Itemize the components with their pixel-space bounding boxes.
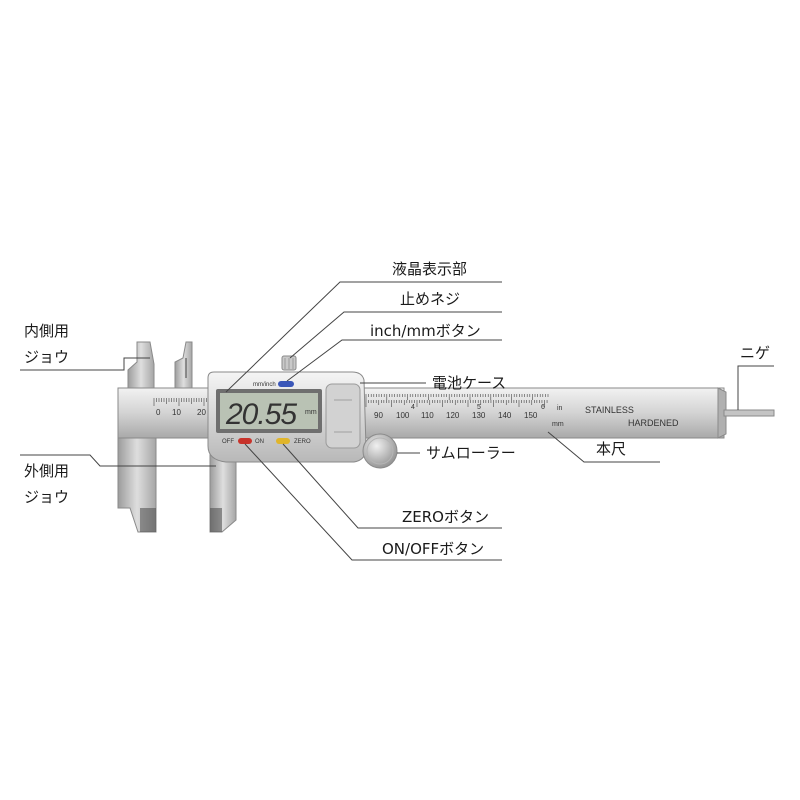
label-inside-jaw-2: ジョウ	[24, 348, 69, 366]
label-zero-button: ZEROボタン	[402, 508, 489, 526]
inch-number-4: 4	[411, 404, 415, 411]
label-outside-jaw-1: 外側用	[24, 462, 69, 480]
off-label: OFF	[222, 439, 234, 445]
mm-number-10: 10	[172, 408, 181, 417]
label-depth-rod: ニゲ	[740, 344, 770, 362]
lcd-reading: 20.55	[225, 398, 297, 431]
lcd-display: 20.55 mm	[216, 389, 322, 433]
inch-number-5: 5	[477, 404, 481, 411]
brand-hardened: HARDENED	[628, 418, 679, 428]
label-lock-screw: 止めネジ	[400, 290, 460, 308]
mm-number-20: 20	[197, 408, 206, 417]
label-battery-case: 電池ケース	[432, 374, 506, 392]
mm-number-90: 90	[374, 411, 383, 420]
label-on-off-button: ON/OFFボタン	[382, 540, 484, 558]
mm-number-0: 0	[156, 408, 161, 417]
lock-screw[interactable]	[281, 355, 297, 371]
mm-number-120: 120	[446, 411, 460, 420]
label-outside-jaw-2: ジョウ	[24, 488, 69, 506]
mode-label: mm/inch	[253, 382, 276, 388]
scale-unit-in: in	[557, 405, 563, 412]
inch-scale-ticks	[365, 394, 549, 400]
depth-rod	[723, 409, 775, 417]
inch-number-6: 6	[541, 404, 545, 411]
mm-scale-ticks-left	[153, 398, 210, 406]
mm-number-110: 110	[421, 411, 434, 420]
mm-number-100: 100	[396, 411, 410, 420]
label-inside-jaw-1: 内側用	[24, 322, 69, 340]
lcd-unit: mm	[305, 409, 317, 416]
label-main-scale: 本尺	[596, 440, 626, 458]
callout-lines	[20, 281, 774, 561]
on-off-button[interactable]	[238, 438, 252, 444]
sliding-jaw	[174, 341, 237, 533]
mm-number-140: 140	[498, 411, 512, 420]
mm-number-130: 130	[472, 411, 486, 420]
mm-scale-ticks-right	[365, 400, 548, 407]
label-inch-mm-button: inch/mmボタン	[370, 322, 481, 340]
inch-mm-button[interactable]	[278, 381, 294, 387]
mm-number-150: 150	[524, 411, 538, 420]
battery-case	[325, 383, 361, 449]
brand-stainless: STAINLESS	[585, 405, 634, 415]
scale-unit-mm: mm	[552, 421, 564, 428]
fixed-jaw	[117, 341, 157, 533]
thumb-roller[interactable]	[362, 433, 398, 469]
label-lcd-display: 液晶表示部	[392, 260, 467, 278]
label-thumb-roller: サムローラー	[426, 444, 516, 462]
on-label: ON	[255, 439, 264, 445]
zero-button[interactable]	[276, 438, 290, 444]
zero-label: ZERO	[294, 439, 311, 445]
